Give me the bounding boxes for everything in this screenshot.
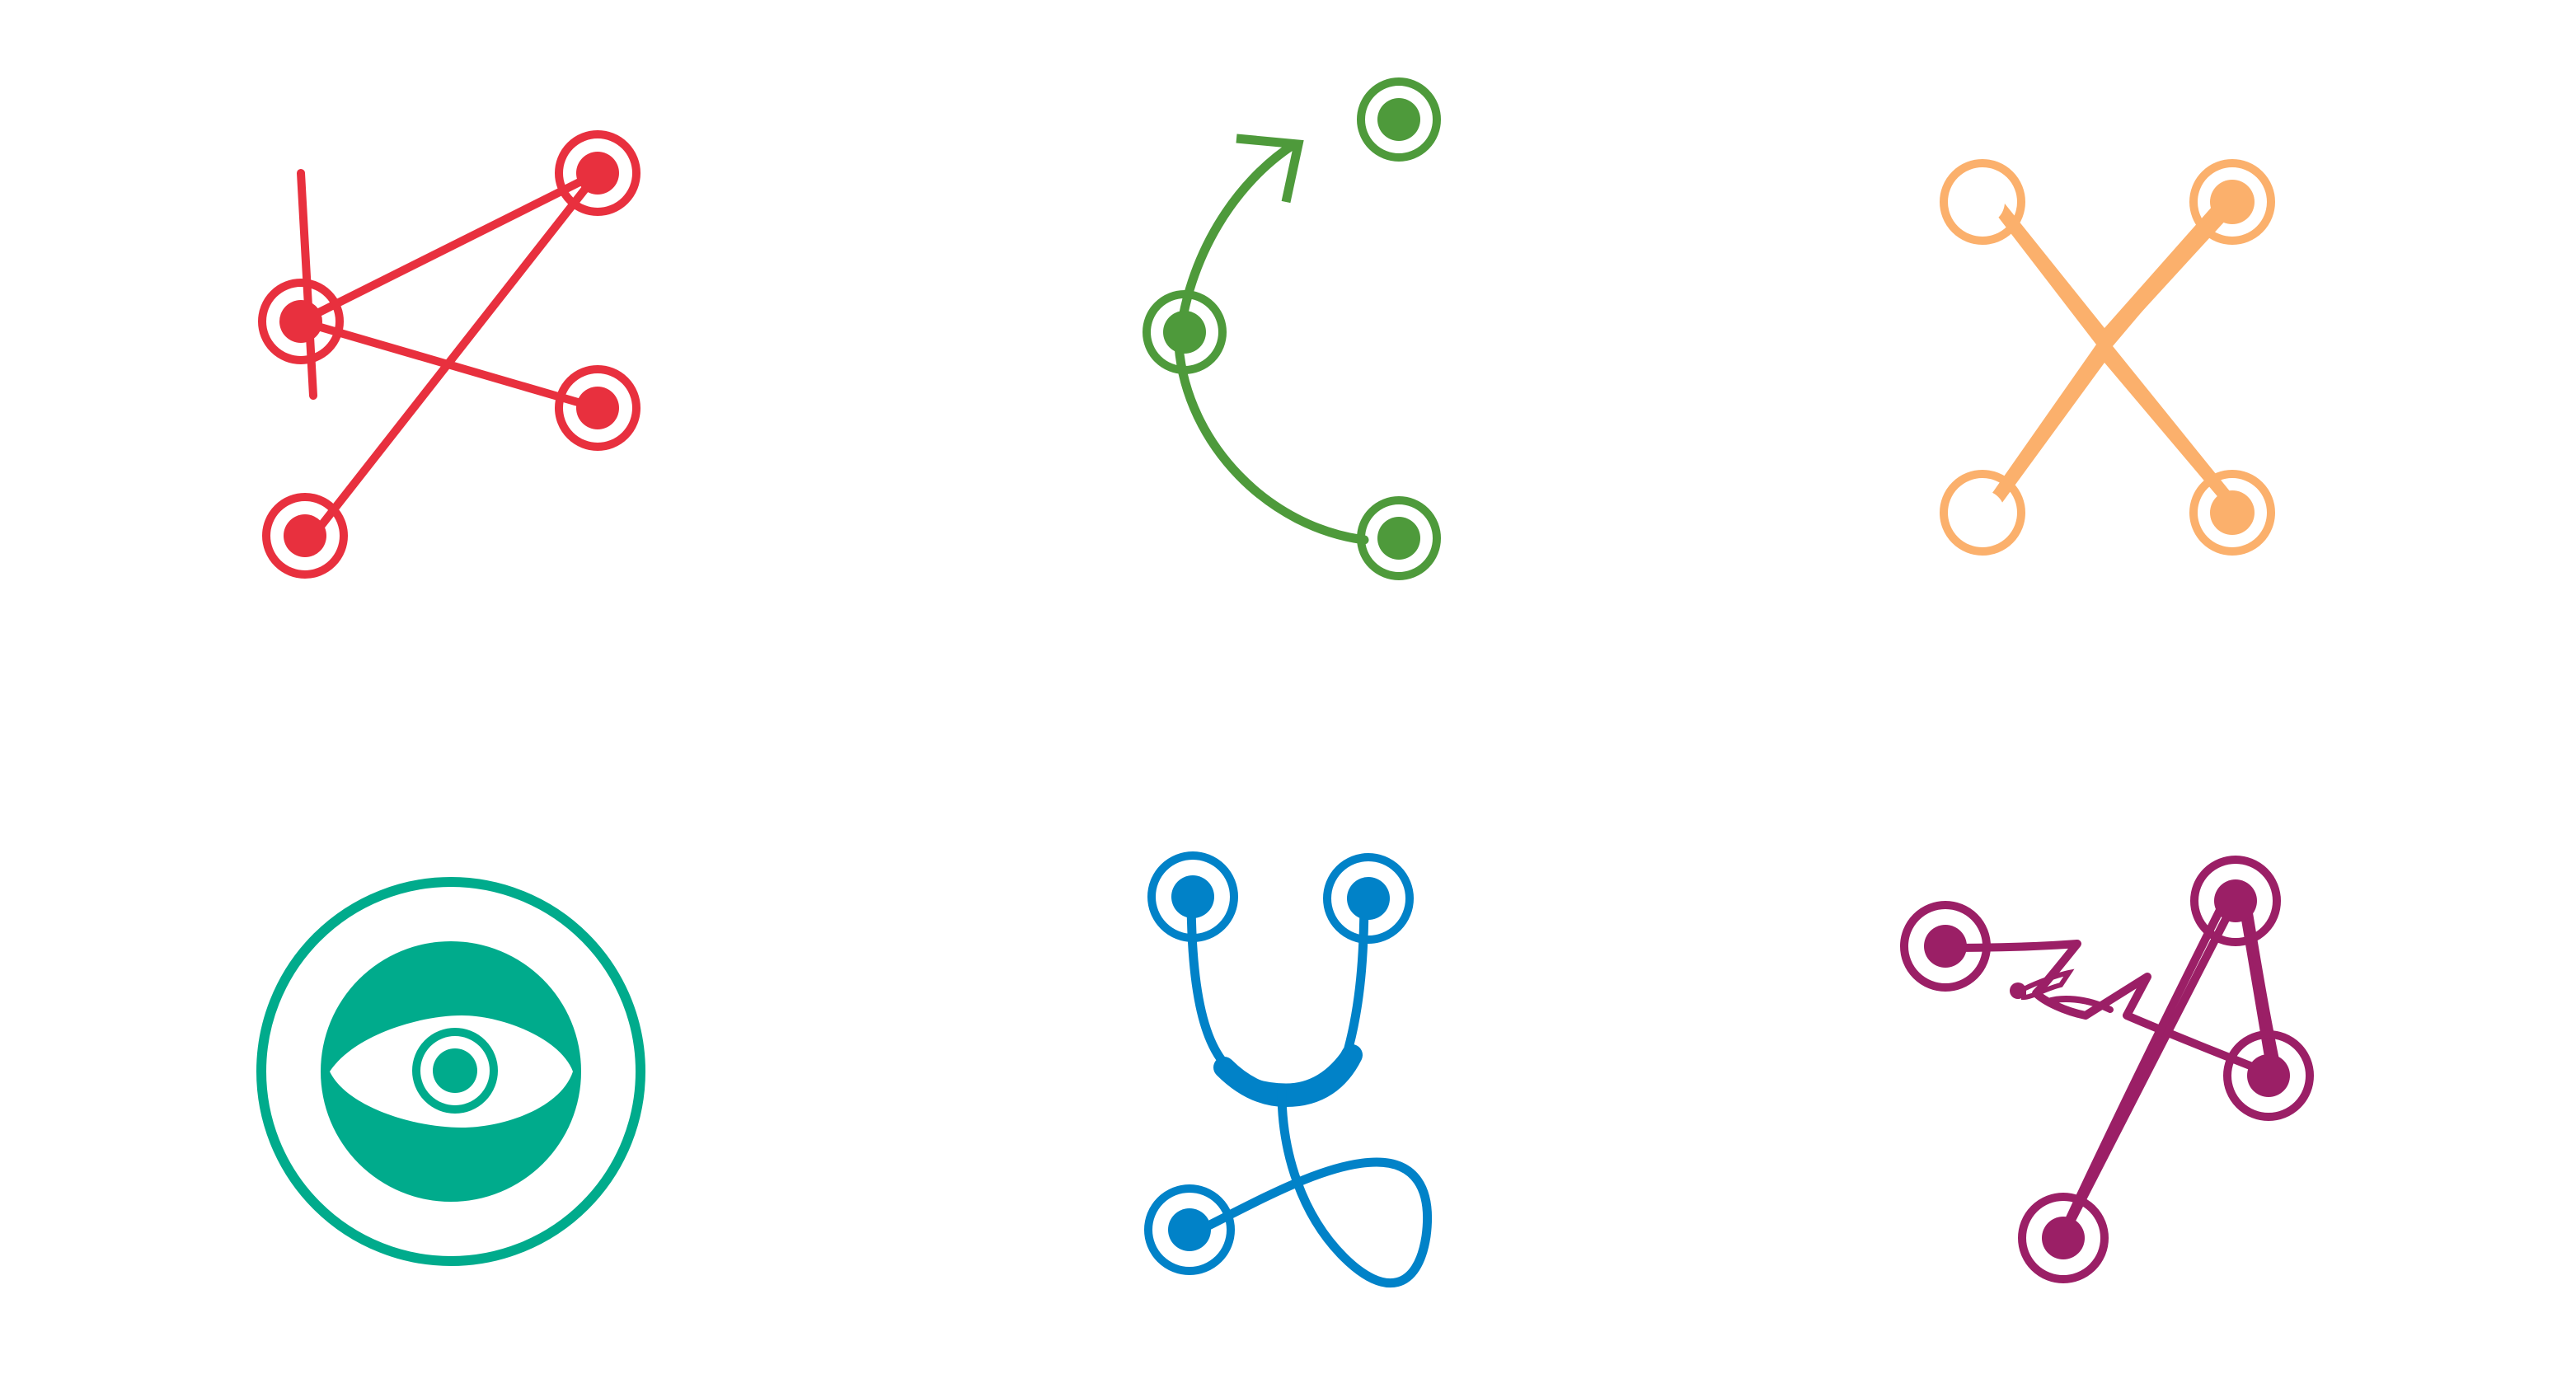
node-icon — [262, 493, 348, 579]
node-icon — [555, 365, 640, 451]
node-icon — [1940, 159, 2025, 245]
node-icon — [1323, 853, 1414, 944]
node-icon — [1357, 77, 1441, 162]
node-icon — [412, 1028, 498, 1114]
node-icon — [2190, 856, 2281, 946]
teal-eye-icon — [256, 877, 645, 1266]
node-icon — [1357, 496, 1441, 580]
blue-stethoscope-icon — [1144, 851, 1432, 1288]
node-icon — [1144, 1184, 1235, 1275]
node-icon — [2189, 470, 2275, 556]
node-icon — [258, 279, 344, 364]
node-icon — [2223, 1030, 2314, 1121]
node-icon — [1147, 851, 1238, 942]
node-icon — [2018, 1193, 2109, 1283]
node-icon — [1900, 901, 1991, 992]
node-icon — [1940, 470, 2025, 556]
node-icon — [1143, 290, 1227, 374]
green-curved-arrow-icon — [1143, 77, 1441, 580]
red-network-icon — [258, 130, 640, 579]
purple-lightning-network-icon — [1900, 856, 2314, 1283]
orange-x-icon — [1940, 159, 2275, 556]
node-icon — [555, 130, 640, 216]
node-icon — [2189, 159, 2275, 245]
